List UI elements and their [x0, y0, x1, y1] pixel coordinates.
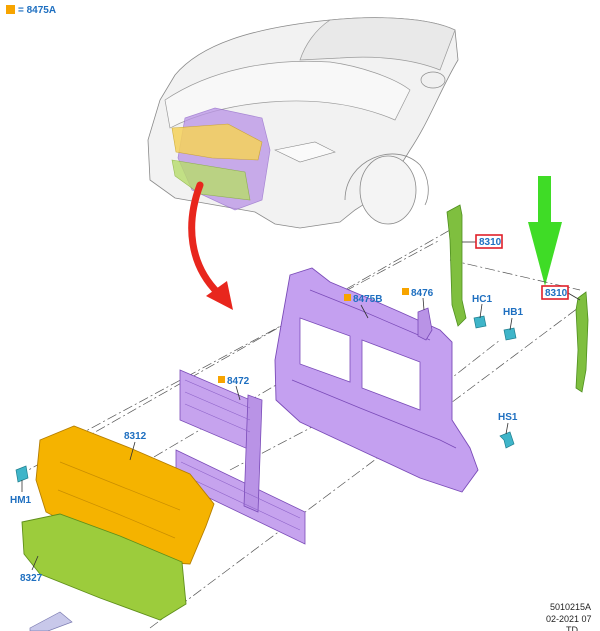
callout-highlight-box	[541, 285, 569, 300]
callout-8327: 8327	[20, 573, 43, 584]
callout-8310-left: 8310	[475, 234, 503, 249]
callout-8310-right-text: 8310	[545, 288, 568, 299]
callout-8312: 8312	[124, 431, 147, 442]
red-pointer-arrow	[188, 181, 233, 310]
legend: = 8475A	[6, 5, 56, 16]
energy-absorber-rib	[57, 461, 181, 539]
callout-HB1: HB1	[503, 307, 523, 318]
car-wheel	[359, 155, 417, 225]
callout-HS1: HS1	[498, 412, 518, 423]
sensor-bracket	[417, 307, 433, 341]
callout-HM1: HM1	[10, 495, 32, 506]
seal-strip-right	[575, 291, 589, 393]
callout-8472-swatch	[218, 376, 225, 383]
air-deflector	[21, 513, 187, 621]
callout-8475B-swatch	[344, 294, 351, 301]
callout-8476: 8476	[411, 288, 434, 299]
car-mirror	[420, 71, 446, 89]
callout-8475B: 8475B	[353, 294, 382, 305]
lower-partial-part	[29, 611, 73, 631]
car-front-assembly-yellow	[171, 123, 263, 161]
callout-8310-right: 8310	[541, 285, 569, 300]
legend-text: = 8475A	[18, 5, 56, 16]
callout-highlight-box	[475, 234, 503, 249]
car-windshield	[299, 17, 456, 71]
callout-8310-left-text: 8310	[479, 237, 502, 248]
car-wheel-arch	[344, 153, 429, 206]
clip-hc1	[473, 315, 487, 329]
footer-date: 02-2021 07	[546, 614, 592, 624]
leader-lines	[21, 241, 581, 571]
car-headlight	[274, 141, 336, 163]
screw-hs1	[499, 431, 515, 449]
callout-8476-swatch	[402, 288, 409, 295]
callout-HC1: HC1	[472, 294, 492, 305]
car-overview-illustration	[147, 17, 459, 229]
footer-code: 5010215A	[550, 602, 591, 612]
car-front-assembly-green	[171, 159, 251, 201]
radiator-support-carrier	[274, 267, 479, 493]
legend-swatch	[6, 5, 15, 14]
clip-hb1	[503, 327, 517, 341]
green-direction-arrow	[528, 176, 562, 286]
callout-8472: 8472	[227, 376, 250, 387]
footer-tag: TD	[566, 625, 578, 631]
grille-shutter	[175, 369, 306, 545]
clip-hm1	[15, 465, 29, 483]
car-hood	[164, 60, 411, 129]
seal-strip-left	[446, 204, 467, 327]
